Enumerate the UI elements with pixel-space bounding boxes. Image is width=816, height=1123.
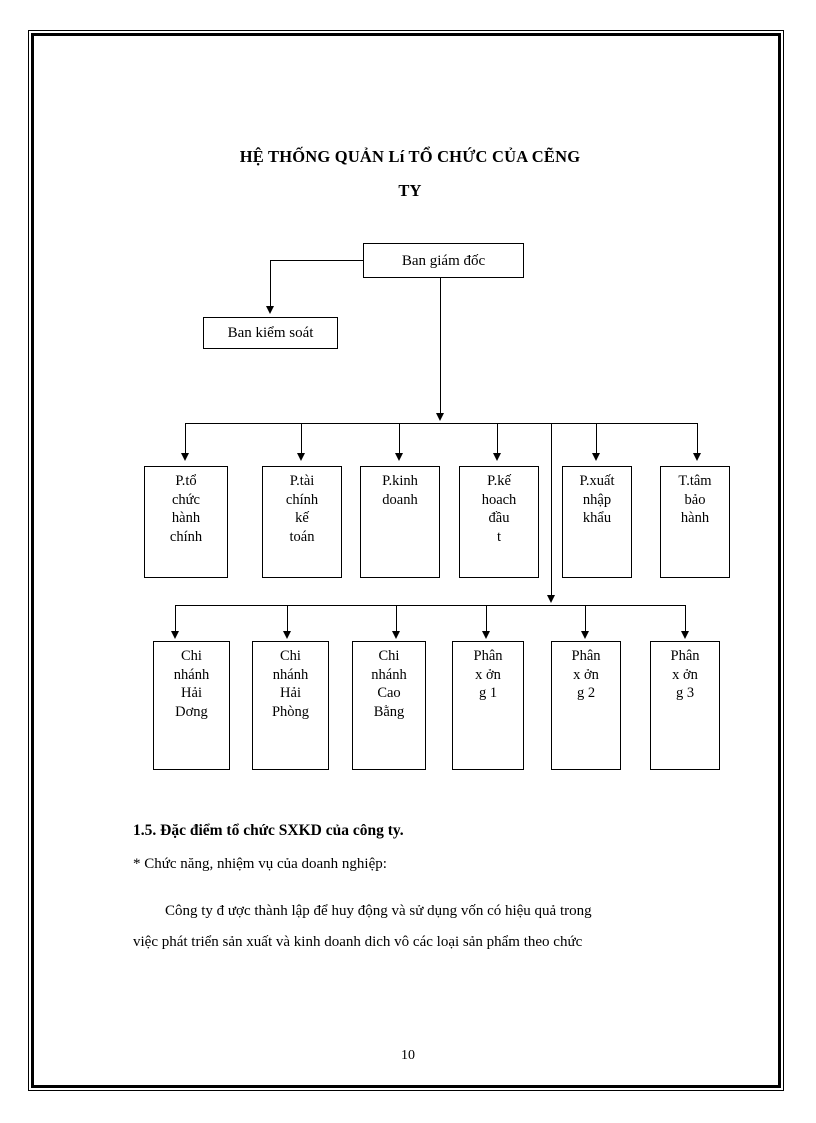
- arrowhead-unit-4: [482, 631, 490, 639]
- connector-gd-to-dept-bus: [440, 278, 442, 415]
- dept-drop-2: [301, 423, 303, 455]
- body-paragraph: Công ty đ ược thành lập để huy động và s…: [133, 896, 746, 958]
- unit-drop-4: [486, 605, 488, 633]
- org-node-label: Chi nhánh Cao Bằng: [371, 648, 407, 720]
- arrowhead-unit-3: [392, 631, 400, 639]
- dept-drop-1: [185, 423, 187, 455]
- paragraph-line-1: Công ty đ ược thành lập để huy động và s…: [165, 903, 592, 919]
- page-number: 10: [401, 1048, 415, 1063]
- org-node-p-kinh-doanh[interactable]: P.kinh doanh: [360, 466, 440, 578]
- unit-drop-2: [287, 605, 289, 633]
- org-node-phan-xuong-2[interactable]: Phân x ởn g 2: [551, 641, 621, 770]
- connector-gd-to-ks-horizontal: [270, 260, 364, 262]
- arrowhead-dept-5: [592, 453, 600, 461]
- org-node-label: Phân x ởn g 1: [473, 648, 503, 701]
- org-node-chi-nhanh-cao-bang[interactable]: Chi nhánh Cao Bằng: [352, 641, 426, 770]
- dept-drop-6: [697, 423, 699, 455]
- org-node-phan-xuong-3[interactable]: Phân x ởn g 3: [650, 641, 720, 770]
- arrowhead-unit-6: [681, 631, 689, 639]
- page-title-line-2: TY: [398, 181, 422, 200]
- connector-gd-to-ks-vertical: [270, 260, 272, 308]
- page-border: [28, 30, 784, 1091]
- dept-drop-4: [497, 423, 499, 455]
- org-node-chi-nhanh-hai-phong[interactable]: Chi nhánh Hải Phòng: [252, 641, 329, 770]
- org-node-phan-xuong-1[interactable]: Phân x ởn g 1: [452, 641, 524, 770]
- arrowhead-to-dept-bus: [436, 413, 444, 421]
- arrowhead-unit-5: [581, 631, 589, 639]
- org-node-t-tam-bao-hanh[interactable]: T.tâm bảo hành: [660, 466, 730, 578]
- unit-drop-1: [175, 605, 177, 633]
- org-node-label: P.kinh doanh: [382, 473, 418, 508]
- dept-bus-line: [185, 423, 697, 425]
- arrowhead-dept-2: [297, 453, 305, 461]
- arrowhead-unit-2: [283, 631, 291, 639]
- unit-drop-5: [585, 605, 587, 633]
- page-title-line-1: HỆ THỐNG QUẢN Lí TỔ CHỨC CỦA CẼNG: [239, 147, 581, 166]
- dept-drop-3: [399, 423, 401, 455]
- arrowhead-unit-1: [171, 631, 179, 639]
- org-node-p-to-chuc-hanh-chinh[interactable]: P.tổ chức hành chính: [144, 466, 228, 578]
- unit-drop-3: [396, 605, 398, 633]
- org-node-label: Chi nhánh Hải Dơng: [173, 648, 210, 720]
- arrowhead-to-ban-kiem-soat: [266, 306, 274, 314]
- org-node-label: P.tài chính kế toán: [285, 473, 319, 545]
- org-node-label: P.kế hoach đầu t: [481, 473, 517, 545]
- org-node-p-xuat-nhap-khau[interactable]: P.xuất nhập khẩu: [562, 466, 632, 578]
- org-node-label: P.xuất nhập khẩu: [579, 473, 615, 526]
- org-chart: Ban giám đốc Ban kiểm soát: [144, 243, 730, 770]
- connector-dept-bus-to-unit-bus: [551, 423, 553, 599]
- arrowhead-dept-3: [395, 453, 403, 461]
- org-node-label: P.tổ chức hành chính: [169, 473, 203, 545]
- org-node-label: Ban kiểm soát: [227, 325, 314, 341]
- arrowhead-dept-6: [693, 453, 701, 461]
- org-node-ban-giam-doc[interactable]: Ban giám đốc: [363, 243, 524, 278]
- org-node-ban-kiem-soat[interactable]: Ban kiểm soát: [203, 317, 338, 349]
- paragraph-line-2: việc phát triển sản xuất và kinh doanh d…: [133, 934, 583, 950]
- dept-drop-5: [596, 423, 598, 455]
- unit-bus-line: [175, 605, 685, 607]
- section-heading: 1.5. Đặc điểm tổ chức SXKD của công ty.: [133, 822, 404, 839]
- arrowhead-to-unit-bus: [547, 595, 555, 603]
- arrowhead-dept-4: [493, 453, 501, 461]
- org-node-label: Phân x ởn g 2: [571, 648, 601, 701]
- org-node-label: Chi nhánh Hải Phòng: [271, 648, 310, 720]
- section-subline: * Chức năng, nhiệm vụ của doanh nghiệp:: [133, 856, 387, 872]
- org-node-label: Ban giám đốc: [401, 252, 486, 269]
- org-node-label: T.tâm bảo hành: [678, 473, 712, 526]
- org-node-p-ke-hoach-dau-t[interactable]: P.kế hoach đầu t: [459, 466, 539, 578]
- page-border-inner: [31, 33, 781, 1088]
- org-node-p-tai-chinh-ke-toan[interactable]: P.tài chính kế toán: [262, 466, 342, 578]
- page-title: HỆ THỐNG QUẢN Lí TỔ CHỨC CỦA CẼNG TY: [150, 140, 670, 208]
- arrowhead-dept-1: [181, 453, 189, 461]
- org-node-chi-nhanh-hai-dong[interactable]: Chi nhánh Hải Dơng: [153, 641, 230, 770]
- org-node-label: Phân x ởn g 3: [670, 648, 700, 701]
- unit-drop-6: [685, 605, 687, 633]
